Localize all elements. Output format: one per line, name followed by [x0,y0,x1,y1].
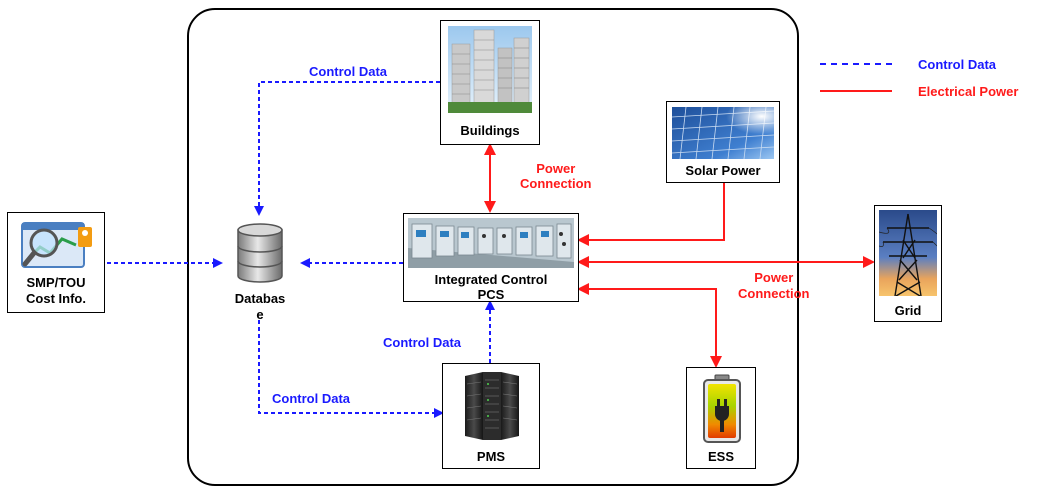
database-node[interactable]: Databas e [218,218,302,322]
buildings-node[interactable]: Buildings [440,20,540,145]
edge-database-to-pms [258,320,444,418]
grid-node[interactable]: Grid [874,205,942,322]
solar-label: Solar Power [685,163,761,178]
pcs-label-line1: Integrated Control [434,272,548,287]
ess-node[interactable]: ESS [686,367,756,469]
edge-label-buildings-db: Control Data [309,64,387,79]
pms-node[interactable]: PMS [442,363,540,469]
battery-plug-icon [703,374,741,443]
database-label-line2: e [256,307,264,322]
system-boundary [187,8,799,486]
legend-control-label: Control Data [918,57,996,72]
database-label-line1: Databas [234,291,286,306]
pcs-label-line2: PCS [477,287,505,302]
server-rack-photo [465,372,519,440]
legend-power-label: Electrical Power [918,84,1019,99]
edge-pcs-ess-power [577,283,722,368]
edge-solar-to-pcs [577,183,725,246]
price-chart-magnifier-icon [21,222,92,268]
apartment-buildings-photo [448,26,532,113]
control-panel-photo [408,218,574,268]
edge-label-pms-pcs: Control Data [383,335,461,350]
database-cylinder-icon [237,223,283,283]
smp-tou-node[interactable]: SMP/TOU Cost Info. [7,212,105,313]
edge-label-pcs-grid: Power Connection [738,270,810,301]
smp-label-line1: SMP/TOU [26,275,86,290]
solar-panel-photo [672,107,774,159]
edge-label-db-pms: Control Data [272,391,350,406]
integrated-control-pcs-node[interactable]: Integrated Control PCS [403,213,579,302]
ess-label: ESS [707,449,734,464]
smp-label-line2: Cost Info. [26,291,86,306]
edge-buildings-to-database [254,81,440,216]
solar-power-node[interactable]: Solar Power [666,101,780,183]
grid-label: Grid [894,303,922,318]
pms-label: PMS [476,449,506,464]
edge-label-buildings-pcs: Power Connection [520,161,592,191]
transmission-tower-photo [879,210,937,296]
buildings-label: Buildings [460,123,520,138]
